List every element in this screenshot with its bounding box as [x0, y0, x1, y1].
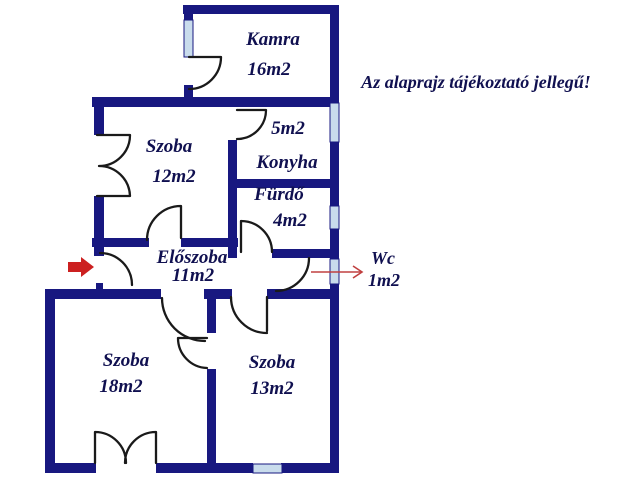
- window-furdo-right: [329, 205, 340, 230]
- wall-entrance-stub: [96, 283, 103, 291]
- wall-szoba18-left: [45, 289, 55, 473]
- wall-horizontal-main: [92, 97, 339, 107]
- room-label-furdo-area: 4m2: [272, 210, 307, 231]
- wall-bottom-left: [45, 463, 96, 473]
- room-label-szoba18-name: Szoba: [103, 350, 150, 371]
- room-label-szoba13-area: 13m2: [250, 378, 294, 399]
- wall-wc-bottom: [267, 289, 330, 299]
- room-label-eloszoba-name: Előszoba: [156, 247, 228, 268]
- room-label-eloszoba-area: 11m2: [172, 265, 215, 286]
- wc-arrow-head: [352, 265, 364, 279]
- window-kamra-left: [183, 19, 194, 58]
- wall-bottom-right: [281, 463, 339, 473]
- wall-szoba12-left-upper: [94, 107, 104, 135]
- door-konyha: [235, 108, 268, 141]
- door-entrance: [98, 251, 134, 287]
- wall-szoba18-13-divider-bottom: [207, 369, 216, 473]
- doors: [93, 55, 311, 465]
- room-label-konyha-area: 5m2: [271, 118, 305, 139]
- wall-hall-bottom-mid: [204, 289, 232, 299]
- door-furdo: [239, 219, 274, 254]
- wall-szoba12-bottom-left: [92, 238, 149, 247]
- room-label-wc-area: 1m2: [368, 270, 400, 290]
- wall-szoba12-bottom-right: [181, 238, 238, 247]
- room-label-szoba12-area: 12m2: [152, 166, 196, 187]
- door-kamra: [187, 55, 223, 91]
- disclaimer-text: Az alaprajz tájékoztató jellegű!: [360, 72, 591, 92]
- room-label-szoba18-area: 18m2: [99, 376, 143, 397]
- door-szoba12-hall: [145, 204, 183, 242]
- wall-hall-bottom-left: [45, 289, 161, 299]
- entrance-arrow-icon: [68, 257, 94, 277]
- window-szoba12-double-casement: [95, 133, 132, 198]
- room-label-konyha-name: Konyha: [255, 152, 318, 173]
- window-szoba13-bottom: [252, 463, 283, 474]
- room-label-szoba13-name: Szoba: [249, 352, 296, 373]
- door-szoba18-french: [93, 430, 158, 465]
- wall-konyha-furdo: [228, 179, 339, 188]
- wall-szoba18-13-divider-top: [207, 289, 216, 333]
- door-wc: [274, 256, 311, 293]
- wall-kamra-left-bottom: [184, 85, 193, 99]
- wall-bottom-mid: [156, 463, 253, 473]
- walls: [45, 5, 339, 473]
- door-szoba18-szoba13: [176, 336, 209, 370]
- room-label-kamra-name: Kamra: [245, 29, 300, 50]
- door-szoba18-hall: [160, 296, 207, 343]
- room-label-kamra-area: 16m2: [247, 59, 291, 80]
- markers: [68, 257, 364, 279]
- door-szoba13-hall: [229, 295, 269, 335]
- window-konyha-right: [329, 102, 340, 143]
- wall-kamra-left-top: [184, 5, 193, 20]
- wall-szoba12-left-lower: [94, 196, 104, 256]
- room-label-furdo-name: Fürdő: [253, 184, 305, 205]
- room-label-wc-name: Wc: [371, 248, 395, 268]
- wc-arrow-icon: [311, 265, 364, 279]
- wall-right-exterior: [330, 5, 339, 473]
- wall-szoba12-konyha-divider: [228, 140, 237, 258]
- wall-kamra-top: [183, 5, 339, 14]
- wall-furdo-bottom: [272, 249, 339, 258]
- room-label-szoba12-name: Szoba: [146, 136, 193, 157]
- labels: Az alaprajz tájékoztató jellegű! Kamra 1…: [99, 29, 590, 399]
